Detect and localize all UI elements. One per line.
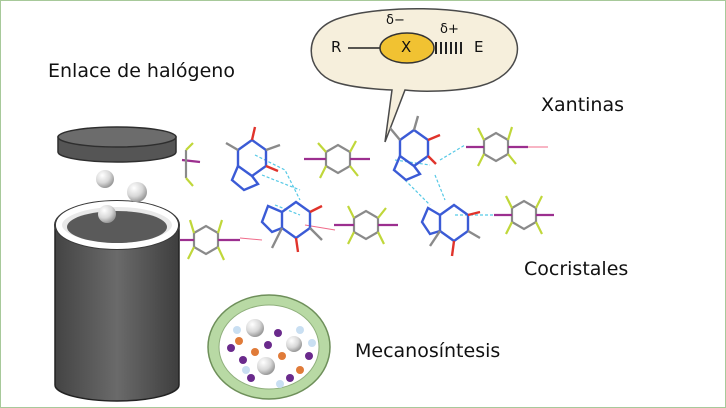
milling-balls: [96, 170, 147, 223]
coformer-fragment: [181, 142, 201, 187]
mechanosynthesis-label: Mecanosíntesis: [355, 340, 501, 362]
coformer-ring-3: [466, 126, 528, 167]
cocrystals-label: Cocristales: [524, 258, 629, 280]
milling-jar: [54, 200, 180, 402]
xanthine-molecule-a: [225, 126, 281, 192]
xanthines-label: Xantinas: [541, 94, 625, 116]
halogen-atom-label: X: [401, 38, 412, 56]
partial-positive-label: δ+: [440, 22, 459, 37]
xanthine-molecule-d: [420, 203, 481, 257]
jar-lid: [57, 126, 177, 163]
partial-negative-label: δ−: [386, 13, 405, 28]
coformer-ring-5: [180, 219, 240, 261]
cocrystal-structure: [180, 115, 554, 261]
xanthine-molecule-c: [389, 115, 441, 182]
halogen-bond-bubble: [310, 7, 519, 143]
coformer-ring-2: [334, 205, 398, 245]
r-group-label: R: [331, 38, 342, 56]
coformer-ring-1: [304, 140, 370, 179]
xanthine-molecule-b: [260, 200, 323, 253]
mechanosynthesis-dish: [207, 294, 331, 400]
halogen-bond-label: Enlace de halógeno: [48, 60, 235, 82]
coformer-ring-4: [494, 195, 554, 235]
acceptor-label: E: [474, 38, 484, 56]
